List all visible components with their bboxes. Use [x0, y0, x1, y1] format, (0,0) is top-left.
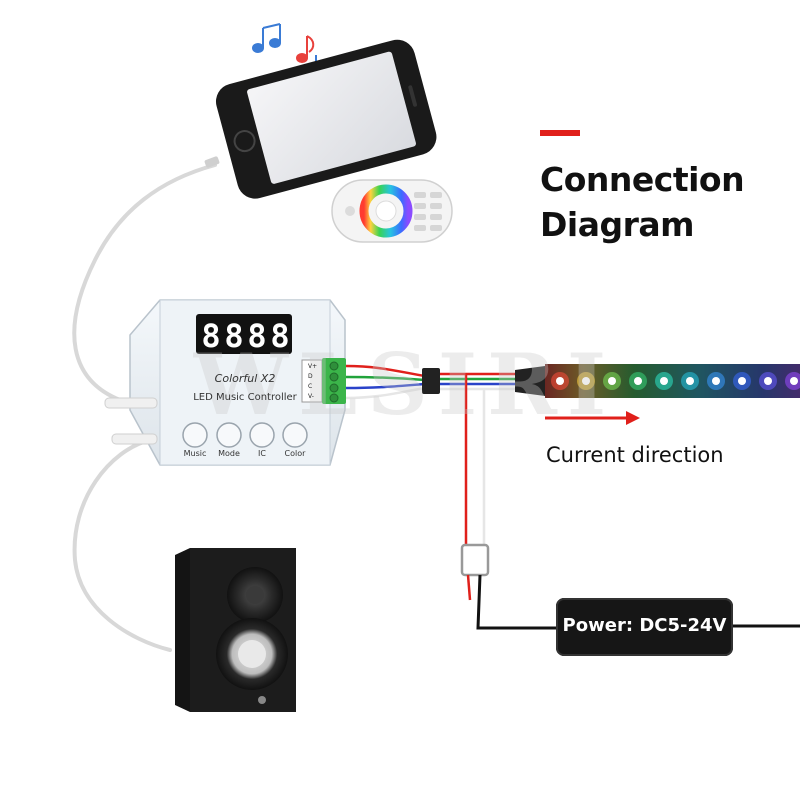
terminal-label-vplus: V+ [308, 363, 318, 370]
led-bead [686, 377, 694, 385]
color-button-label: Color [284, 449, 306, 458]
display-digit: 8 [247, 317, 267, 355]
music-controller [104, 299, 346, 466]
terminal-label-d: D [308, 373, 313, 380]
heading-line-2: Diagram [540, 205, 695, 244]
display-digit: 8 [201, 317, 221, 355]
led-bead [608, 377, 616, 385]
led-bead [634, 377, 642, 385]
display-digit: 8 [224, 317, 244, 355]
rf-remote-icon [331, 179, 453, 243]
controller-brand: Colorful X2 [214, 372, 276, 385]
display-digit: 8 [270, 317, 290, 355]
control-buttons [182, 422, 308, 448]
mode-button-label: Mode [218, 449, 240, 458]
current-direction-label: Current direction [546, 443, 724, 467]
power-wires [460, 374, 800, 630]
terminal-label-c: C [308, 383, 313, 390]
led-bead [660, 377, 668, 385]
led-display [196, 314, 292, 354]
led-bead [738, 377, 746, 385]
signal-wires [345, 364, 515, 400]
music-button-label: Music [183, 449, 207, 458]
heading-accent-bar [540, 130, 580, 136]
terminal-label-vminus: V- [308, 393, 314, 400]
led-strip-icon [515, 364, 800, 398]
led-bead [582, 377, 590, 385]
audio-plug [204, 156, 220, 168]
led-bead [764, 377, 772, 385]
power-supply: Power: DC5-24V [556, 598, 733, 656]
led-bead [790, 377, 798, 385]
speaker-icon [175, 548, 296, 712]
heading-line-1: Connection [540, 160, 745, 199]
smartphone-icon [215, 39, 437, 199]
led-bead [556, 377, 564, 385]
controller-name: LED Music Controller [193, 392, 297, 403]
power-label: Power: DC5-24V [562, 615, 727, 636]
ic-button-label: IC [258, 449, 266, 458]
arrow-right-icon [545, 411, 640, 425]
led-bead [712, 377, 720, 385]
